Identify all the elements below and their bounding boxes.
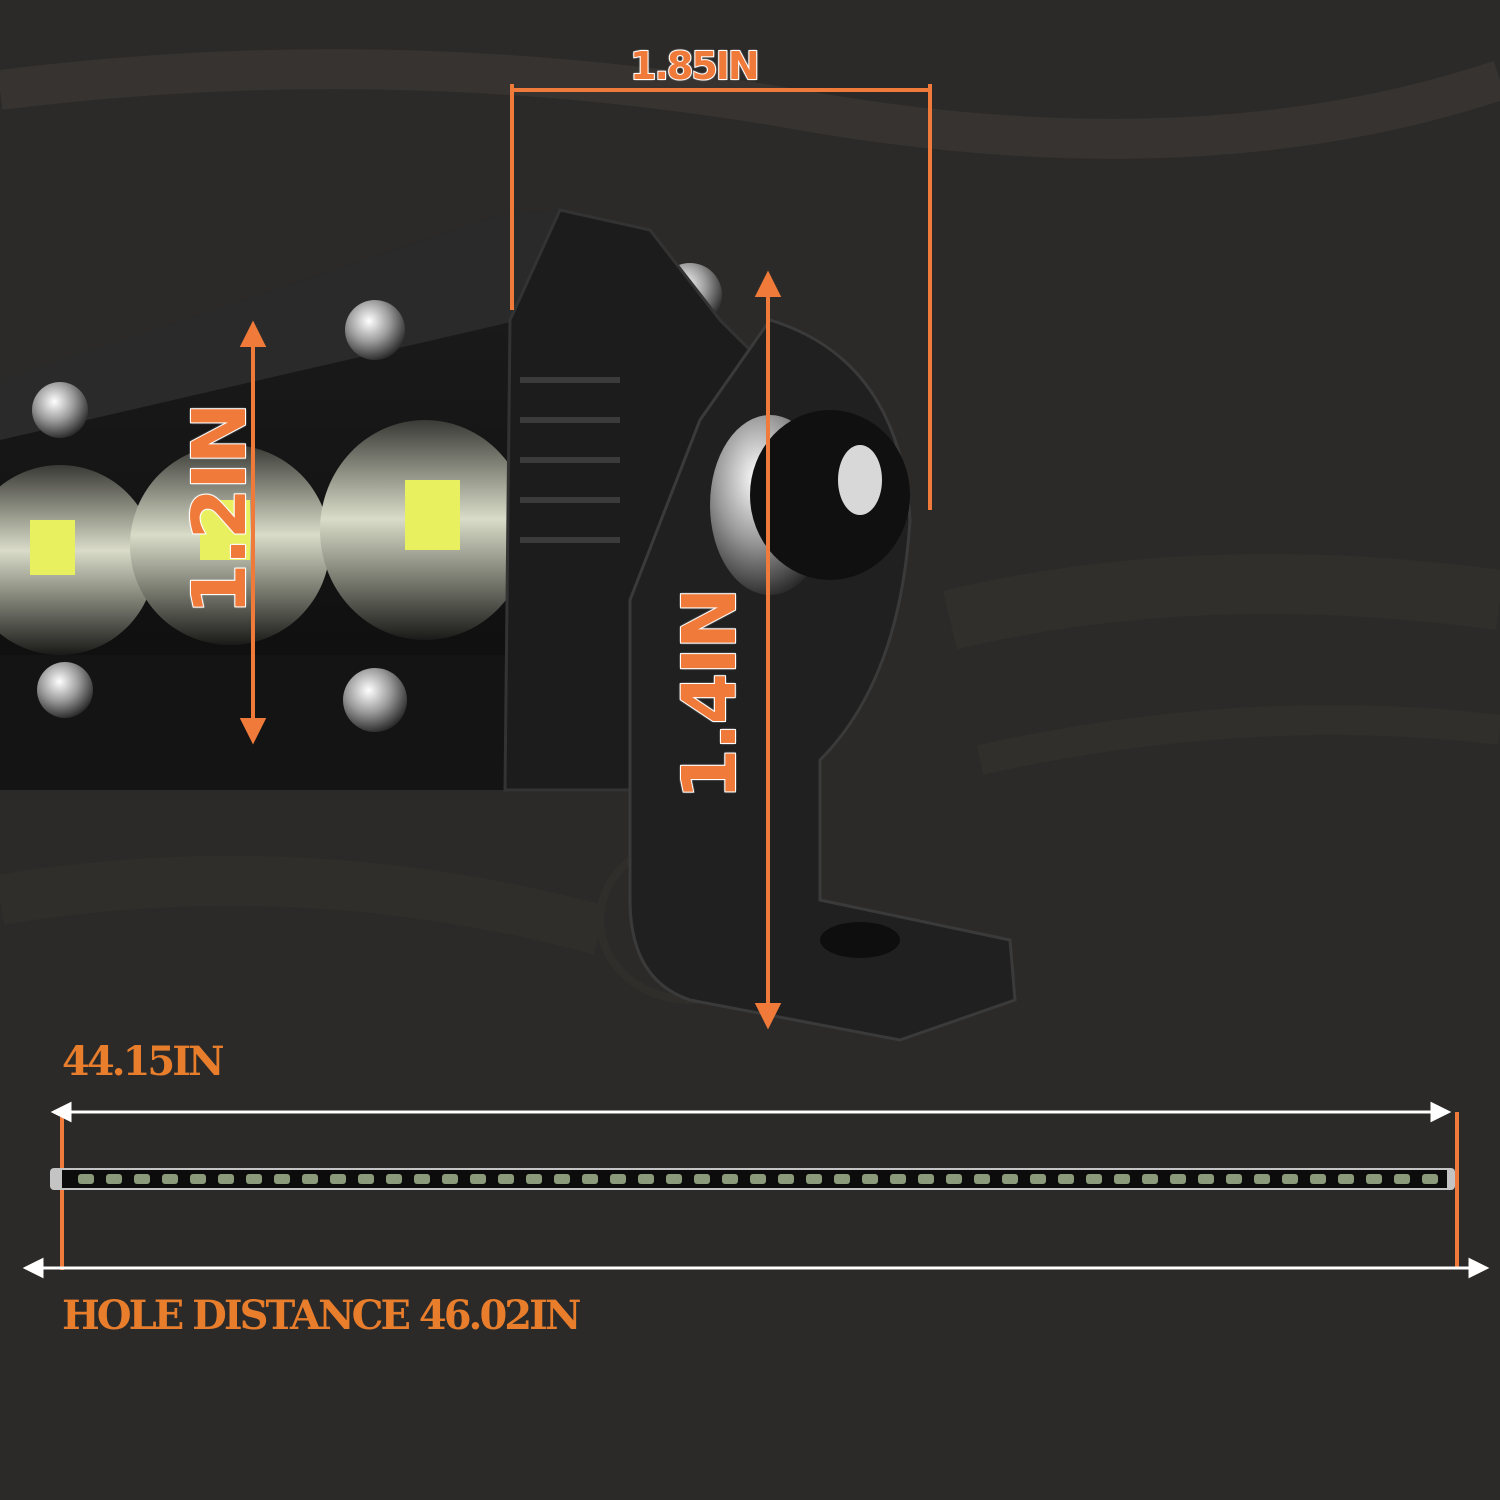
screw bbox=[32, 382, 88, 438]
led-segment bbox=[330, 1174, 346, 1184]
light-bar-closeup bbox=[0, 210, 722, 790]
led-segment bbox=[246, 1174, 262, 1184]
led-segment bbox=[582, 1174, 598, 1184]
led-lens bbox=[0, 465, 155, 655]
screw bbox=[37, 662, 93, 718]
end-cap bbox=[503, 208, 802, 792]
led-segment bbox=[722, 1174, 738, 1184]
led-segment bbox=[1282, 1174, 1298, 1184]
led-segment bbox=[1254, 1174, 1270, 1184]
led-segment bbox=[1058, 1174, 1074, 1184]
led-segment bbox=[834, 1174, 850, 1184]
led-segment bbox=[1086, 1174, 1102, 1184]
led-segment bbox=[442, 1174, 458, 1184]
led-segment bbox=[1394, 1174, 1410, 1184]
led-segment bbox=[1422, 1174, 1438, 1184]
led-segment bbox=[946, 1174, 962, 1184]
led-segment bbox=[526, 1174, 542, 1184]
led-segment bbox=[1310, 1174, 1326, 1184]
bracket-height-label: 1.4IN bbox=[666, 588, 754, 801]
led-segment bbox=[610, 1174, 626, 1184]
hole-distance-label: HOLE DISTANCE 46.02IN bbox=[62, 1292, 581, 1339]
led-segment bbox=[890, 1174, 906, 1184]
dimension-lines bbox=[60, 84, 1459, 1270]
led-segment bbox=[1170, 1174, 1186, 1184]
length-label: 44.15IN bbox=[62, 1038, 225, 1085]
led-segment bbox=[918, 1174, 934, 1184]
screw bbox=[345, 300, 405, 360]
led-segment bbox=[386, 1174, 402, 1184]
led-segment bbox=[1338, 1174, 1354, 1184]
led-segment bbox=[666, 1174, 682, 1184]
light-bar-full bbox=[50, 1168, 1455, 1190]
led-segment bbox=[694, 1174, 710, 1184]
led-segment bbox=[470, 1174, 486, 1184]
led-segment bbox=[134, 1174, 150, 1184]
led-segment bbox=[554, 1174, 570, 1184]
led-segment bbox=[1226, 1174, 1242, 1184]
led-segment bbox=[974, 1174, 990, 1184]
led-segment bbox=[638, 1174, 654, 1184]
led-segment bbox=[806, 1174, 822, 1184]
led-segment bbox=[1198, 1174, 1214, 1184]
led-segment bbox=[750, 1174, 766, 1184]
length-arrows bbox=[22, 1101, 1490, 1279]
led-segment bbox=[1142, 1174, 1158, 1184]
led-segment bbox=[414, 1174, 430, 1184]
led-segment bbox=[218, 1174, 234, 1184]
led-segment bbox=[778, 1174, 794, 1184]
led-segment bbox=[190, 1174, 206, 1184]
led-segment bbox=[1030, 1174, 1046, 1184]
led-segment bbox=[862, 1174, 878, 1184]
led-segment bbox=[358, 1174, 374, 1184]
depth-label: 1.85IN bbox=[629, 43, 761, 89]
led-segment bbox=[78, 1174, 94, 1184]
led-segment bbox=[274, 1174, 290, 1184]
led-segment bbox=[106, 1174, 122, 1184]
screw bbox=[343, 668, 407, 732]
led-segment bbox=[498, 1174, 514, 1184]
led-segment bbox=[162, 1174, 178, 1184]
led-segment bbox=[1366, 1174, 1382, 1184]
body-height-label: 1.2IN bbox=[176, 403, 264, 616]
led-segment bbox=[302, 1174, 318, 1184]
led-segment bbox=[1114, 1174, 1130, 1184]
led-segment bbox=[1002, 1174, 1018, 1184]
